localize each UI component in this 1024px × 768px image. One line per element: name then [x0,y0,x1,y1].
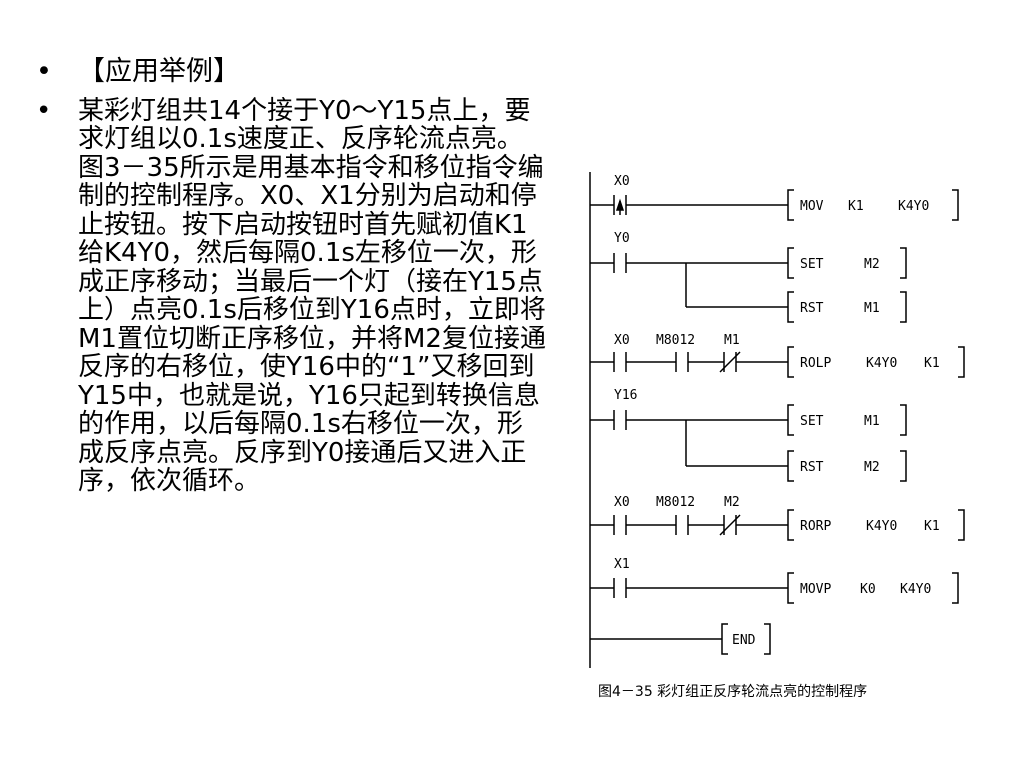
r1-op2: K4Y0 [898,199,929,214]
r6-op1: K0 [860,582,876,597]
r3-c1-label: X0 [614,333,630,348]
r4-rst: RST [800,460,824,475]
r1-contact-label: X0 [614,174,630,189]
r5-op1: K4Y0 [866,519,897,534]
bullet-dot-icon: • [36,56,52,87]
r6-contact-label: X1 [614,557,630,572]
paragraph-text: 某彩灯组共14个接于Y0～Y15点上，要求灯组以0.1s速度正、反序轮流点亮。图… [78,95,546,496]
r5-op2: K1 [924,519,940,534]
ladder-diagram-figure: X0 MOV K1 K4Y0 Y0 SET M2 RST M1 X0 M8012… [584,170,984,710]
r5-c3-label: M2 [724,495,740,510]
bullet-heading: • 【应用举例】 [36,56,576,87]
r2-set: SET [800,257,824,272]
r6-instr: MOVP [800,582,831,597]
r3-c3-label: M1 [724,333,740,348]
ladder-diagram: X0 MOV K1 K4Y0 Y0 SET M2 RST M1 X0 M8012… [589,172,965,700]
r4-set: SET [800,414,824,429]
r5-c1-label: X0 [614,495,630,510]
r3-instr: ROLP [800,356,831,371]
r6-op2: K4Y0 [900,582,931,597]
r2-set-op: M2 [864,257,880,272]
r4-rst-op: M2 [864,460,880,475]
r5-c2-label: M8012 [656,495,695,510]
bullet-dot-icon: • [36,95,52,126]
bullet-list: • 【应用举例】 • 某彩灯组共14个接于Y0～Y15点上，要求灯组以0.1s速… [36,56,576,496]
r5-instr: RORP [800,519,831,534]
r3-op2: K1 [924,356,940,371]
r1-instr: MOV [800,199,824,214]
figure-caption: 图4－35 彩灯组正反序轮流点亮的控制程序 [598,683,867,700]
end-instr: END [732,633,756,648]
r3-c2-label: M8012 [656,333,695,348]
r2-rst: RST [800,301,824,316]
r2-rst-op: M1 [864,301,880,316]
r4-contact-label: Y16 [614,388,637,403]
heading-text: 【应用举例】 [78,56,240,87]
r4-set-op: M1 [864,414,880,429]
r2-contact-label: Y0 [614,231,630,246]
r1-op1: K1 [848,199,864,214]
bullet-paragraph: • 某彩灯组共14个接于Y0～Y15点上，要求灯组以0.1s速度正、反序轮流点亮… [36,95,576,496]
r3-op1: K4Y0 [866,356,897,371]
